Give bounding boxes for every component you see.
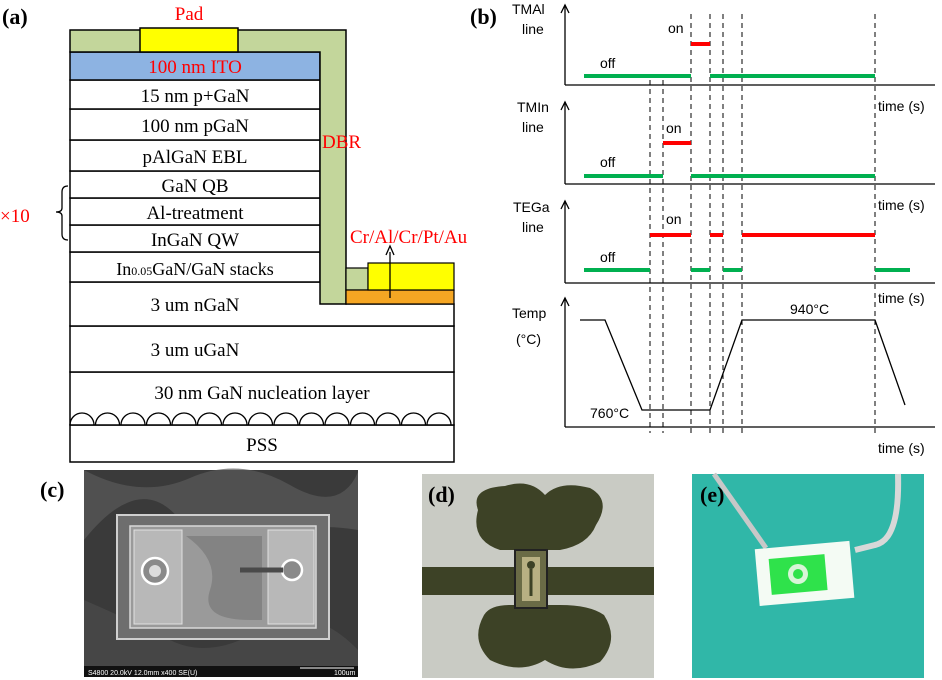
- tmal-label-1: TMAl: [512, 1, 545, 17]
- pad-text: Pad: [175, 4, 204, 25]
- temp-low-text: 760°C: [590, 405, 629, 421]
- dashed-guides: [649, 14, 876, 433]
- al-treatment-text: Al-treatment: [146, 203, 244, 224]
- sem-middle-texture: [186, 536, 262, 620]
- pss-bump: [426, 412, 452, 426]
- tega-label-1: TEGa: [513, 199, 550, 215]
- ugan-layer: [69, 325, 455, 373]
- pss-bump: [298, 412, 325, 426]
- pss-bump: [400, 412, 427, 426]
- panel-a-label: (a): [2, 4, 28, 29]
- pss-bump: [222, 412, 248, 426]
- dbr-layer: [69, 29, 347, 305]
- nucleation-layer: [69, 371, 455, 426]
- stacks-text: In0.05GaN/GaN stacks: [116, 259, 273, 279]
- tmin-label-1: TMIn: [517, 99, 549, 115]
- pss-bump: [247, 412, 274, 426]
- tmal-on-text: on: [668, 20, 684, 36]
- tega-label-2: line: [522, 219, 544, 235]
- pss-bump: [196, 412, 223, 426]
- stacks-layer: [69, 251, 321, 283]
- contact-arrowhead: [385, 244, 395, 256]
- tmin-label-2: line: [522, 119, 544, 135]
- ugan-text: 3 um uGaN: [151, 340, 240, 361]
- tmin-off-text: off: [600, 154, 615, 170]
- ingan-qw-text: InGaN QW: [151, 230, 239, 251]
- panel-e: (e): [692, 472, 924, 678]
- panel-c: (c) S4800 20.0kV 12.0mm x400 SE(U) 100um: [40, 468, 358, 677]
- sem-infobar: [84, 666, 358, 677]
- panel-a: (a) PSS 30 nm GaN nucleation layer 3 um …: [0, 4, 468, 463]
- tmin-axis-label: time (s): [878, 197, 925, 213]
- contact-text: Cr/Al/Cr/Pt/Au: [350, 227, 468, 248]
- ito-text: 100 nm ITO: [148, 57, 242, 78]
- temp-label-1: Temp: [512, 305, 546, 321]
- ngan-text: 3 um nGaN: [151, 295, 240, 316]
- temp-label-2: (°C): [516, 331, 541, 347]
- n-contact-base: [345, 289, 455, 305]
- pss-bump: [349, 412, 376, 426]
- palgan-ebl-text: pAlGaN EBL: [142, 147, 247, 168]
- temp-axis-label: time (s): [878, 440, 925, 456]
- temp-high-text: 940°C: [790, 301, 829, 317]
- sem-left-contact-core: [149, 565, 161, 577]
- led-die-core: [793, 569, 803, 579]
- optical-bottom-blob: [478, 605, 612, 669]
- pgan-text: 100 nm pGaN: [141, 116, 249, 137]
- tweezer-left: [711, 472, 769, 550]
- pss-bump: [69, 412, 95, 426]
- sem-scale: 100um: [334, 670, 356, 677]
- dbr-text: DBR: [322, 132, 361, 153]
- tweezer-right: [854, 473, 902, 553]
- pss-layer: [69, 424, 455, 463]
- repeat-text: ×10: [0, 206, 30, 227]
- pss-bump: [273, 412, 299, 426]
- sem-caption: S4800 20.0kV 12.0mm x400 SE(U): [88, 670, 197, 677]
- pss-bump: [375, 412, 401, 426]
- pss-bump: [120, 412, 146, 426]
- n-contact-metal: [367, 262, 455, 291]
- pss-bump: [145, 412, 172, 426]
- tega-axis-label: time (s): [878, 290, 925, 306]
- tmal-off-text: off: [600, 55, 615, 71]
- optical-chip-contact: [527, 561, 535, 569]
- tega-off-text: off: [600, 249, 615, 265]
- pss-bumps: [69, 412, 452, 426]
- temp-profile-line: [580, 319, 906, 411]
- tmin-on-text: on: [666, 120, 682, 136]
- dbr-side-block: [345, 267, 369, 291]
- p-plus-gan-layer: [69, 79, 321, 110]
- pad-block: [139, 27, 239, 53]
- repeat-brace: [55, 185, 69, 241]
- pss-bump: [171, 412, 197, 426]
- tmal-axis-label: time (s): [878, 98, 925, 114]
- nucleation-text: 30 nm GaN nucleation layer: [154, 383, 370, 404]
- pss-bump: [324, 412, 350, 426]
- tega-on-text: on: [666, 211, 682, 227]
- sem-texture: [84, 468, 358, 554]
- p-plus-gan-text: 15 nm p+GaN: [141, 86, 250, 107]
- gan-qb-text: GaN QB: [161, 176, 228, 197]
- pss-bump: [94, 412, 121, 426]
- pss-text: PSS: [246, 435, 278, 456]
- panel-b-label: (b): [470, 4, 497, 29]
- sem-right-contact: [280, 558, 304, 582]
- tmal-label-2: line: [522, 21, 544, 37]
- panel-d-label: (d): [428, 482, 455, 507]
- al-treatment-layer: [69, 197, 321, 226]
- panel-d: (d): [422, 474, 654, 678]
- panel-c-label: (c): [40, 477, 64, 502]
- panel-b: (b) TMAl line TMIn line TEGa line: [470, 1, 935, 456]
- optical-top-blob: [476, 483, 603, 550]
- timing-axes: [560, 3, 935, 428]
